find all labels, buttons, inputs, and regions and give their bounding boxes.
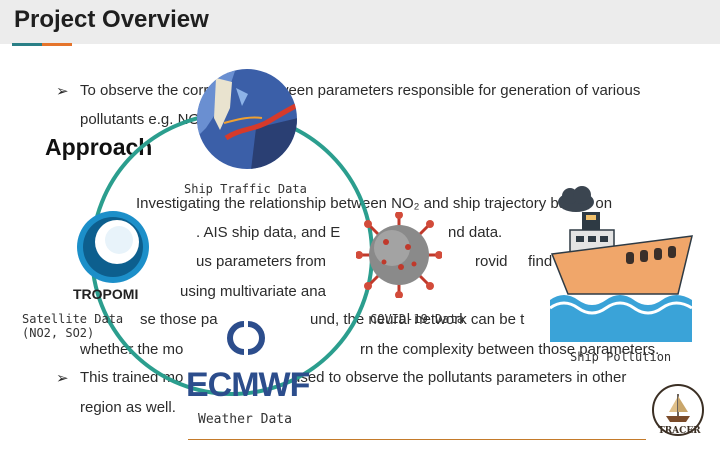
ship-pollution-caption: Ship Pollution [570, 350, 672, 364]
ship-traffic-caption: Ship Traffic Data [184, 182, 307, 196]
ecmwf-logo-text: ECMWF [186, 366, 310, 404]
bullet-1-line-2: pollutants e.g. NO [80, 111, 201, 128]
footer-divider [188, 439, 646, 440]
bullet-5-line-2: region as well. [80, 399, 176, 416]
satellite-caption-line-2: (NO2, SO2) [22, 326, 95, 340]
bullet-5-line-1b: used to observe the pollutants parameter… [292, 369, 627, 386]
ship-traffic-map-image [196, 68, 298, 170]
ecmwf-emblem-icon [220, 318, 272, 358]
tracer-logo [652, 382, 704, 438]
satellite-caption-line-1: Satellite Data [22, 312, 124, 326]
bullet-2-line-2b: nd data. [448, 224, 503, 241]
page-title: Project Overview [14, 6, 209, 33]
title-accent-teal [12, 43, 42, 46]
header-bar [0, 0, 720, 44]
tropomi-label: TROPOMI [73, 286, 139, 302]
bullet-4-line-2b: rn the complexity between those paramete… [360, 341, 660, 358]
weather-caption: Weather Data [198, 412, 292, 427]
smoke-cloud-icon [556, 186, 596, 214]
ship-pollution-icon [546, 212, 696, 342]
bullet-arrow-1: ➢ [56, 83, 69, 100]
covid-caption: COVID-19 Data [370, 312, 464, 326]
bullet-1-line-1: To observe the correlation between param… [80, 82, 641, 99]
tropomi-logo [74, 208, 152, 286]
bullet-4-line-1b: und, the neural network can be t [310, 311, 525, 328]
title-accent-orange [42, 43, 72, 46]
bullet-arrow-5: ➢ [56, 370, 69, 387]
tracer-label: TRACER [658, 426, 701, 436]
bullet-3-line-1b: rovid [475, 253, 508, 270]
covid-virus-image [355, 211, 443, 299]
